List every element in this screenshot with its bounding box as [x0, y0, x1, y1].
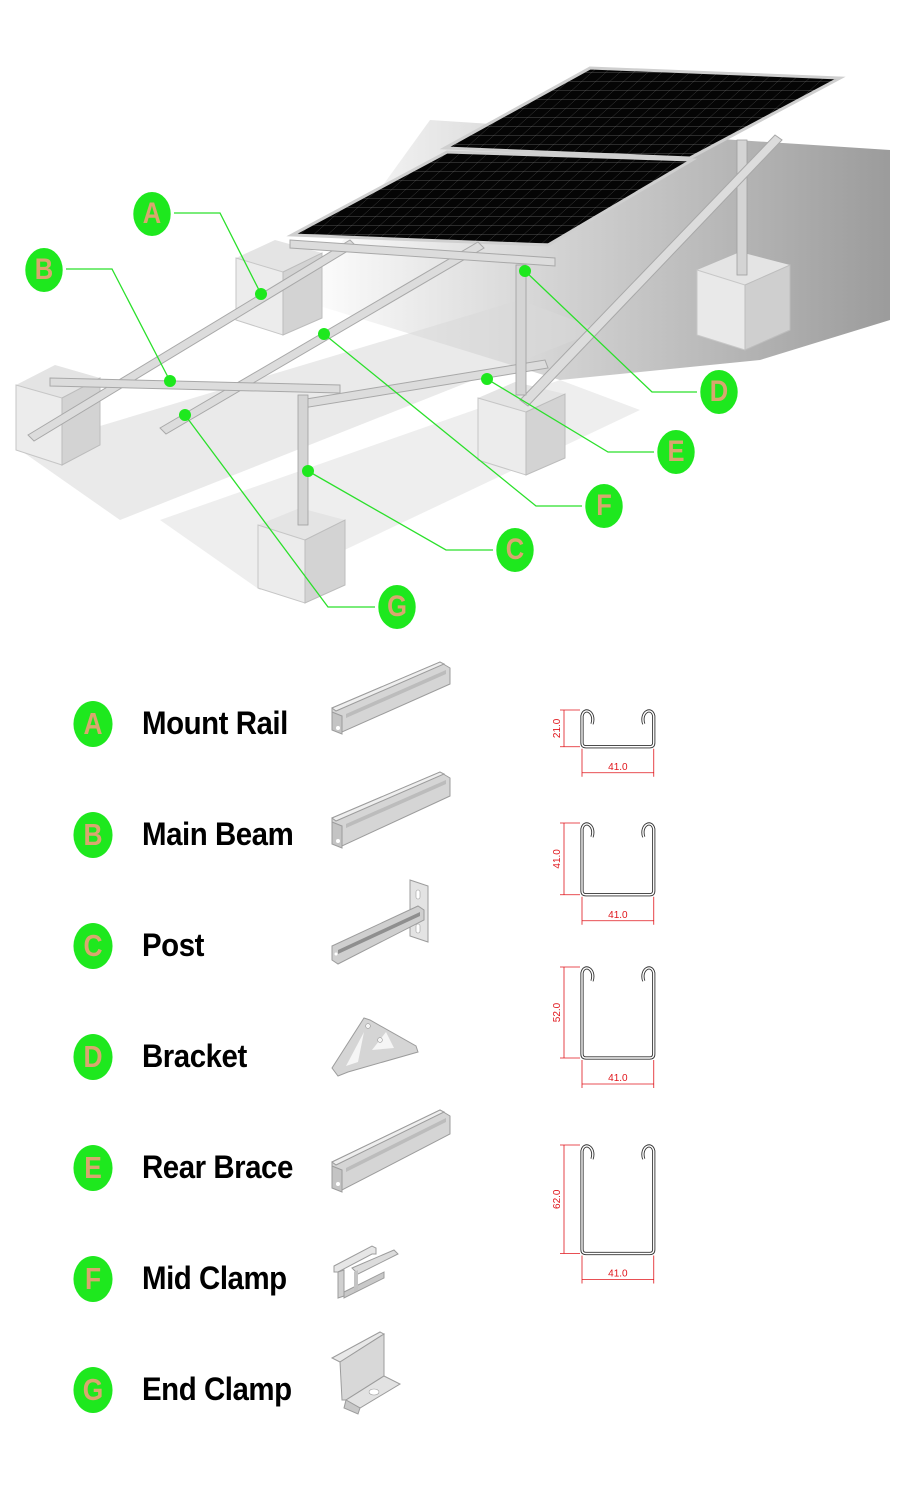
width-dimension-label: 41.0: [608, 762, 628, 773]
c-channel-brace-icon: [331, 1109, 451, 1193]
height-dimension-label: 21.0: [552, 718, 563, 738]
triangular-bracket-icon: [331, 1017, 419, 1077]
leader-line-c: [307, 470, 493, 551]
callout-anchor-dots: [164, 265, 531, 477]
anchor-dot-f: [318, 328, 330, 340]
anchor-dot-e: [481, 373, 493, 385]
channel-outline-inner: [581, 967, 655, 1059]
c-channel-beam-icon: [331, 771, 451, 849]
solar-panel-lower: [286, 150, 698, 247]
leader-line-g: [184, 414, 375, 608]
callout-badge-f: F: [585, 484, 623, 528]
anchor-dot-g: [179, 409, 191, 421]
legend-badge: G: [73, 1367, 113, 1413]
profile-drawing: 21.0 41.0: [552, 709, 656, 777]
rear-brace-back: [519, 134, 783, 407]
channel-outline-inner: [581, 823, 655, 896]
height-dimension-label: 52.0: [552, 1002, 563, 1022]
assembly-drawing: [15, 66, 890, 608]
width-dimension-label: 41.0: [608, 1269, 628, 1280]
legend-badge: C: [73, 923, 113, 969]
end-clamp-icon: [330, 1331, 402, 1415]
callout-badge-a: A: [133, 192, 171, 236]
width-dimension-label: 41.0: [608, 910, 628, 921]
height-dimension-label: 62.0: [552, 1189, 563, 1209]
callout-badge-e: E: [657, 430, 695, 474]
post-rear-right: [736, 139, 748, 276]
legend-badge: B: [73, 812, 113, 858]
leader-line-b: [66, 268, 171, 382]
width-dimension-label: 41.0: [608, 1073, 628, 1084]
post-front: [297, 394, 309, 526]
profile-drawing: 41.0 41.0: [552, 822, 656, 925]
profile-drawings: 21.0 41.0 41.0 41.0 52.0 41.0 62.0 41.0: [552, 709, 656, 1284]
anchor-dot-c: [302, 465, 314, 477]
channel-outline-inner: [581, 710, 655, 748]
legend-label: Mount Rail: [142, 705, 288, 741]
callout-badge-c: C: [496, 528, 534, 572]
profile-drawing: 62.0 41.0: [552, 1144, 656, 1284]
callout-badge-g: G: [378, 585, 416, 629]
concrete-block-middle: [477, 382, 566, 476]
racking-assembly-illustration: A B C D E F G: [0, 0, 900, 640]
channel-outline: [580, 1144, 656, 1256]
leader-line-f: [323, 333, 582, 507]
solar-panel-upper: [439, 66, 846, 160]
legend-label: Post: [142, 927, 204, 963]
height-dimension-label: 41.0: [552, 849, 563, 869]
legend-label: Bracket: [142, 1038, 247, 1074]
leader-line-a: [174, 212, 262, 295]
legend-label: Mid Clamp: [142, 1260, 287, 1296]
concrete-block-front-left: [15, 365, 101, 466]
leader-line-e: [486, 378, 654, 453]
anchor-dot-a: [255, 288, 267, 300]
legend-label: Main Beam: [142, 816, 294, 852]
callout-badge-d: D: [700, 370, 738, 414]
legend-badge: E: [73, 1145, 113, 1191]
legend-label: Rear Brace: [142, 1149, 293, 1185]
profile-drawing: 52.0 41.0: [552, 966, 656, 1088]
callout-badge-b: B: [25, 248, 63, 292]
post-with-baseplate-icon: [331, 879, 429, 965]
anchor-dot-b: [164, 375, 176, 387]
legend-badge: D: [73, 1034, 113, 1080]
c-channel-rail-icon: [331, 661, 451, 735]
anchor-dot-d: [519, 265, 531, 277]
legend-badge: F: [73, 1256, 113, 1302]
legend-label: End Clamp: [142, 1371, 292, 1407]
leader-line-d: [524, 270, 697, 393]
mid-clamp-icon: [333, 1245, 399, 1299]
main-beam-rear: [289, 239, 556, 267]
legend-badge: A: [73, 701, 113, 747]
channel-outline-inner: [581, 1145, 655, 1255]
post-middle: [515, 264, 527, 396]
channel-outline: [580, 966, 656, 1060]
leader-lines: [66, 212, 697, 608]
